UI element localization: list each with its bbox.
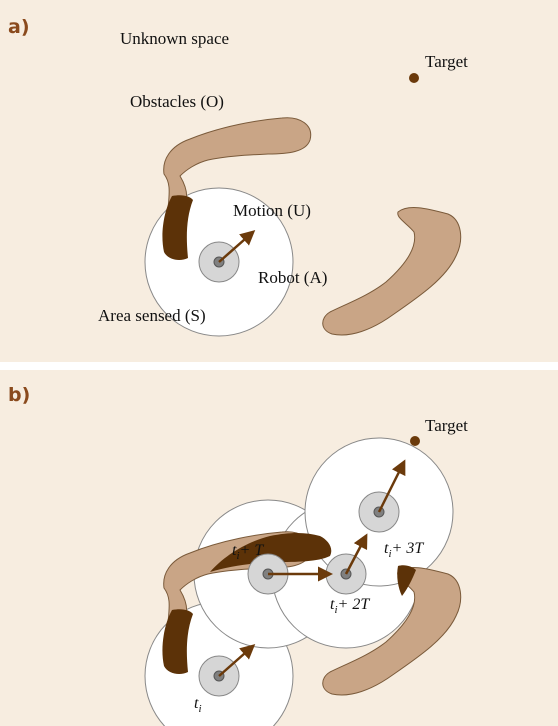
target-marker (409, 73, 419, 83)
sensed-obstacle-left (162, 609, 193, 674)
time-label-ti-2T: ti+ 2T (330, 596, 370, 616)
obstacle-2-b (322, 567, 462, 696)
time-label-ti-T: ti+ T (232, 542, 264, 562)
panel-b-label: b) (8, 384, 31, 406)
motion-label: Motion (U) (233, 201, 311, 220)
unknown-space-label: Unknown space (120, 29, 229, 48)
motion-arrows (218, 459, 406, 677)
panel-a-diagram: Unknown space Target Obstacles (O) Motio… (98, 29, 468, 337)
sensed-obstacle (162, 195, 193, 260)
robot-label: Robot (A) (258, 268, 327, 287)
motion-arrow-4 (377, 459, 406, 513)
motion-arrow-3 (344, 533, 368, 575)
sensed-obstacle-top (210, 533, 332, 572)
motion-arrow (218, 230, 256, 263)
sensed-obstacle-right (397, 565, 416, 596)
motion-arrow-1 (218, 644, 256, 677)
time-label-ti: ti (194, 695, 202, 715)
obstacles-label: Obstacles (O) (130, 92, 224, 111)
area-sensed-label: Area sensed (S) (98, 306, 206, 325)
target-marker-b (410, 436, 420, 446)
panel-b-diagram: Target (144, 416, 468, 726)
target-label: Target (425, 52, 468, 71)
time-label-ti-3T: ti+ 3T (384, 540, 424, 560)
panel-a-label: a) (8, 16, 30, 38)
target-label-b: Target (425, 416, 468, 435)
obstacle-2 (322, 207, 462, 336)
